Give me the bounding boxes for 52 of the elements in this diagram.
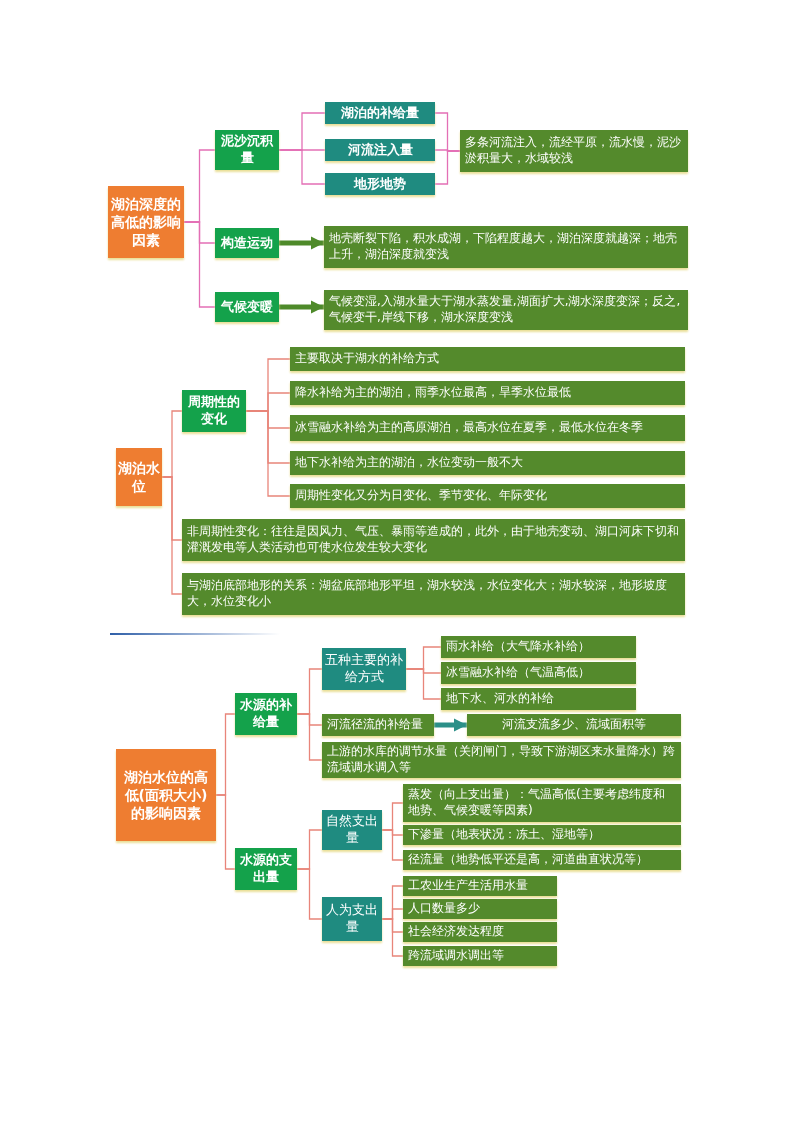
detail-box: 地下水补给为主的湖泊，水位变动一般不大	[290, 451, 685, 475]
category-box: 泥沙沉积量	[215, 130, 279, 170]
connector-line	[215, 794, 236, 870]
detail-box: 河流支流多少、流域面积等	[467, 714, 681, 736]
connector-line	[405, 668, 442, 700]
connector-line	[161, 476, 183, 595]
detail-box: 跨流域调水调出等	[403, 946, 557, 966]
factor-box: 地形地势	[325, 173, 435, 195]
factor-box: 湖泊的补给量	[325, 102, 435, 124]
arrow	[279, 236, 324, 250]
connector-line	[296, 868, 323, 920]
detail-box: 径流量（地势低平还是高，河道曲直状况等）	[403, 850, 681, 870]
topic-box: 湖泊深度的高低的影响因素	[108, 186, 184, 258]
connector-line	[278, 149, 326, 185]
detail-box: 周期性变化又分为日变化、季节变化、年际变化	[290, 484, 685, 508]
connector-line	[245, 410, 291, 497]
topic-box: 湖泊水位的高低(面积大小)的影响因素	[116, 749, 216, 841]
category-box: 水源的支出量	[235, 848, 297, 890]
detail-box: 河流径流的补给量	[322, 714, 434, 736]
detail-box: 与湖泊底部地形的关系：湖盆底部地形平坦，湖水较浅，水位变化大；湖水较深，地形坡度大，水位变化小	[182, 573, 685, 615]
detail-box: 地下水、河水的补给	[441, 688, 636, 710]
detail-box: 降水补给为主的湖泊，雨季水位最高，旱季水位最低	[290, 381, 685, 405]
category-box: 气候变暖	[215, 292, 279, 322]
detail-box: 气候变湿,入湖水量大于湖水蒸发量,湖面扩大,湖水深度变深；反之,气候变干,岸线下移，湖水深度变浅	[324, 290, 688, 330]
detail-box: 主要取决于湖水的补给方式	[290, 347, 685, 371]
detail-box: 蒸发（向上支出量）：气温高低(主要考虑纬度和地势、气候变暖等因素)	[403, 784, 681, 822]
category-box: 水源的补给量	[235, 693, 297, 735]
detail-box: 工农业生产生活用水量	[403, 876, 557, 896]
detail-box: 雨水补给（大气降水补给）	[441, 636, 636, 658]
detail-box: 多条河流注入，流经平原，流水慢，泥沙淤积量大，水域较浅	[460, 130, 688, 172]
connector-line	[296, 713, 323, 761]
subcategory-box: 五种主要的补给方式	[322, 648, 406, 690]
category-box: 构造运动	[215, 228, 279, 258]
subcategory-box: 自然支出量	[322, 810, 382, 850]
detail-box: 地壳断裂下陷，积水成湖，下陷程度越大，湖泊深度就越深；地壳上升，湖泊深度就变浅	[324, 226, 688, 268]
detail-box: 下渗量（地表状况：冻土、湿地等）	[403, 825, 681, 845]
detail-box: 人口数量多少	[403, 899, 557, 919]
factor-box: 河流注入量	[325, 139, 435, 161]
connector-line	[183, 221, 216, 308]
connector-line	[381, 829, 404, 861]
category-box: 周期性的变化	[182, 390, 246, 432]
arrow	[434, 718, 467, 732]
subcategory-box: 人为支出量	[322, 897, 382, 941]
detail-box: 社会经济发达程度	[403, 922, 557, 942]
arrow	[279, 300, 324, 314]
detail-box: 冰雪融水补给（气温高低）	[441, 662, 636, 684]
topic-box: 湖泊水位	[116, 448, 162, 506]
detail-box: 非周期性变化：往往是因风力、气压、暴雨等造成的，此外，由于地壳变动、湖口河床下切和灌溉发电等人类活动也可使水位发生较大变化	[182, 519, 685, 561]
detail-box: 上游的水库的调节水量（关闭闸门，导致下游湖区来水量降水）跨流域调水调入等	[322, 742, 681, 778]
connector-line	[434, 150, 461, 185]
connector-line	[381, 918, 404, 957]
detail-box: 冰雪融水补给为主的高原湖泊，最高水位在夏季，最低水位在冬季	[290, 415, 685, 441]
